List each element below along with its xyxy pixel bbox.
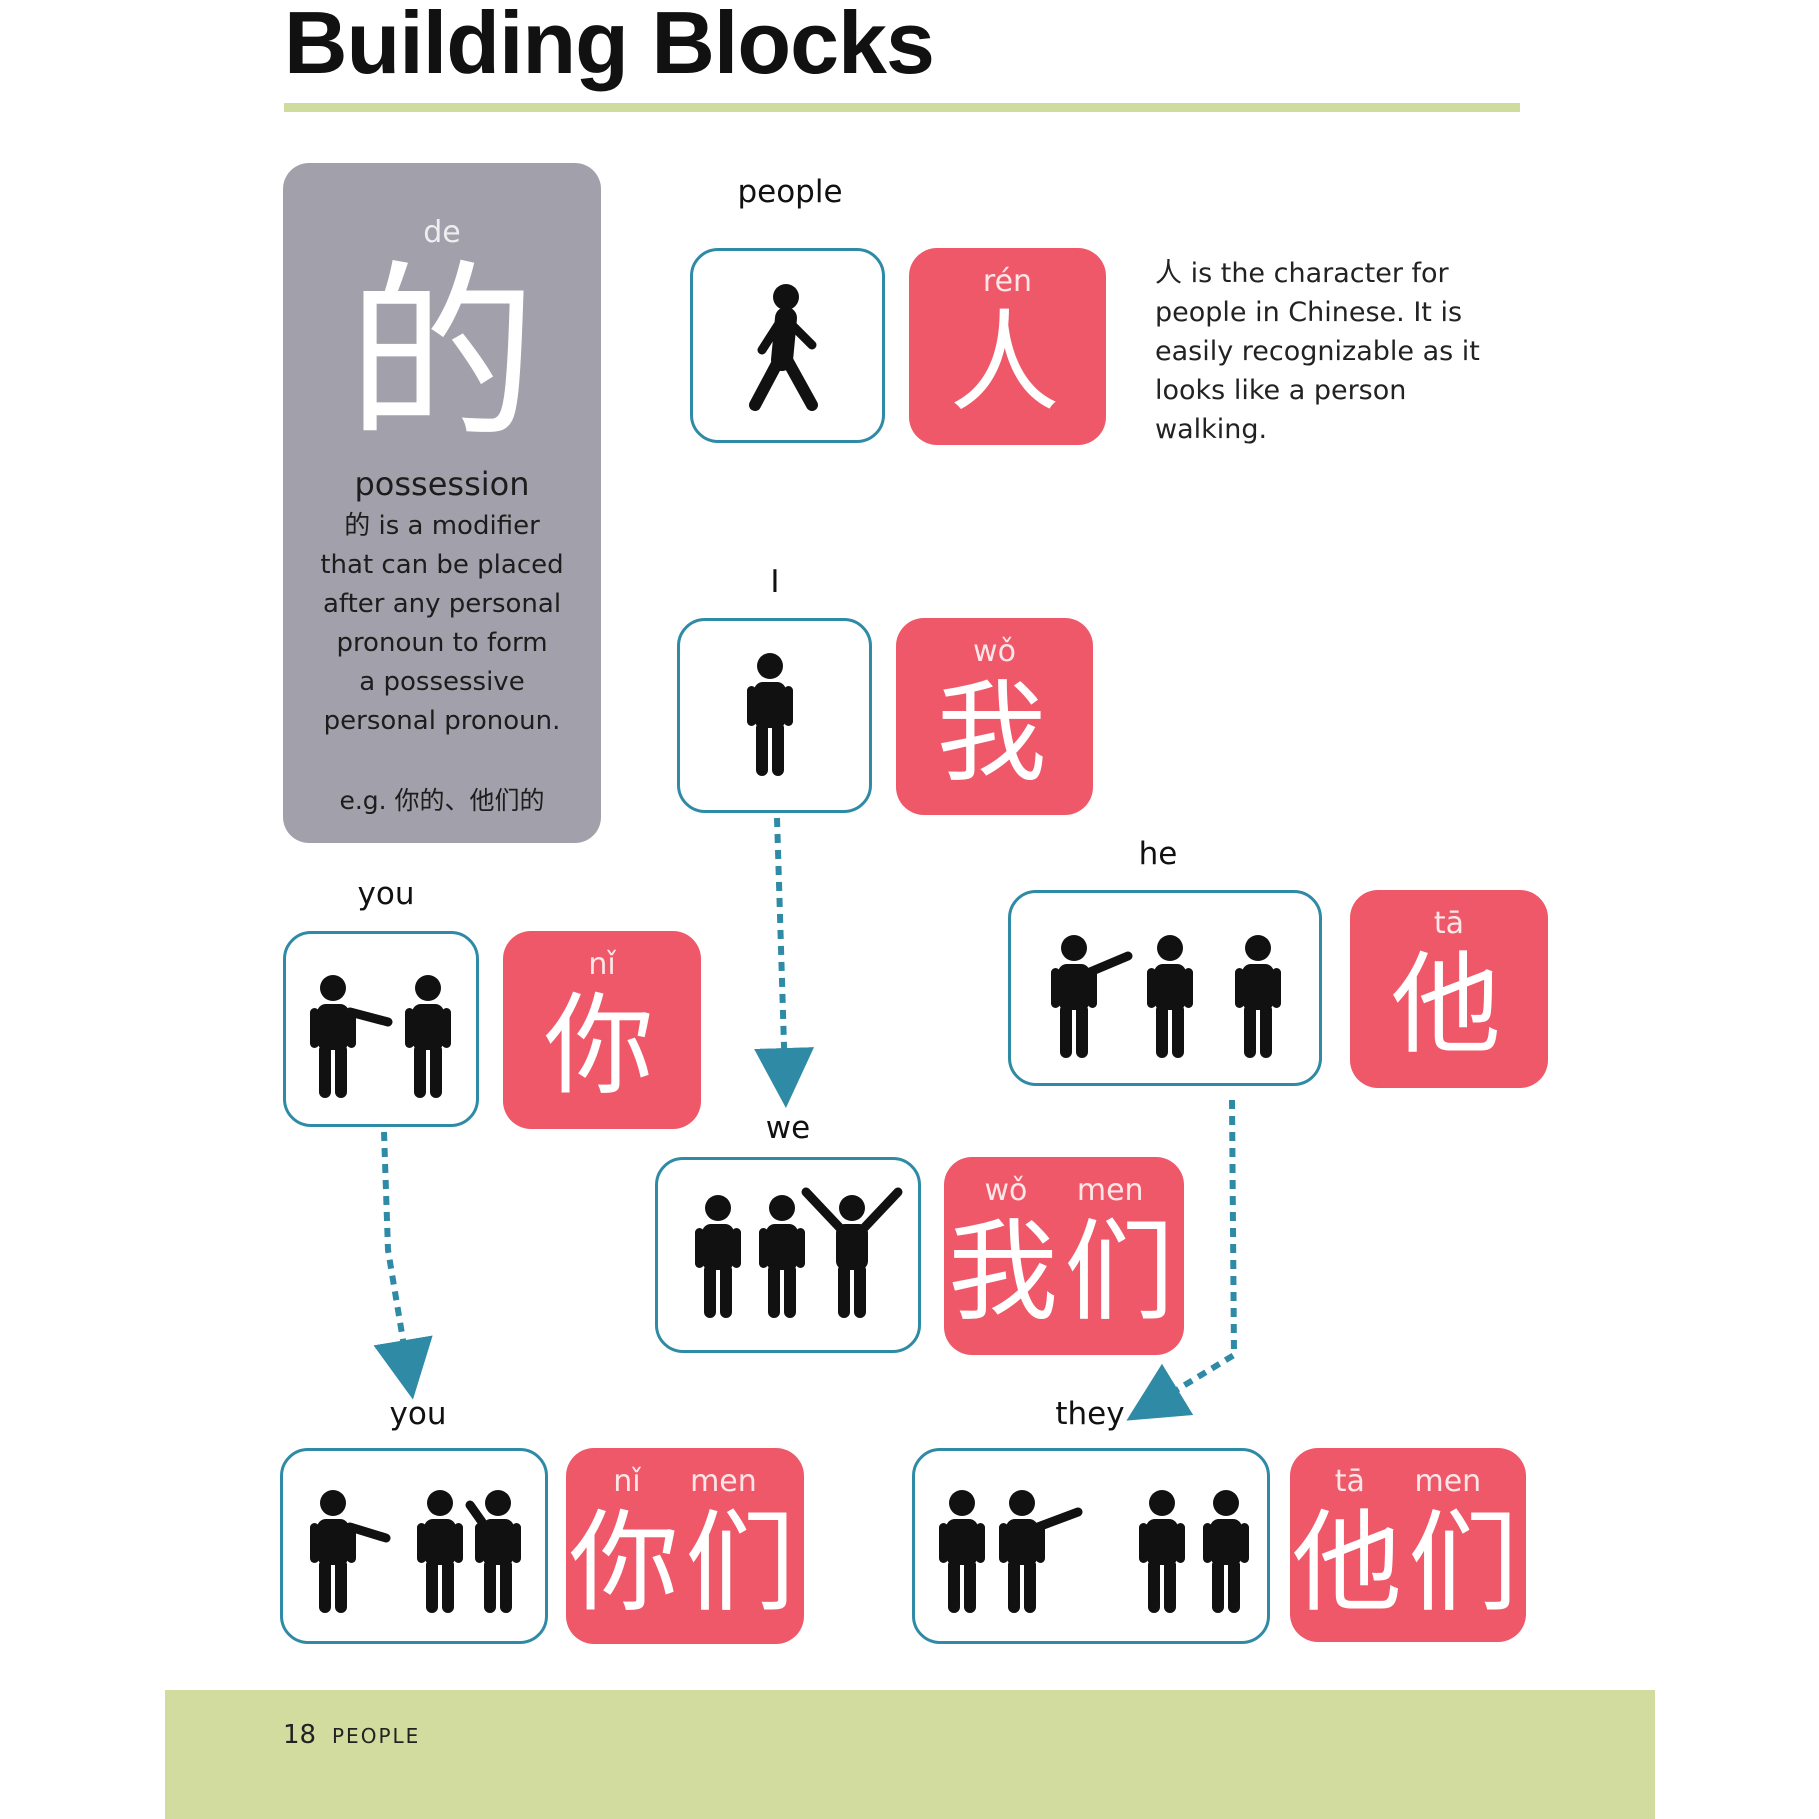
standing-person-icon bbox=[939, 1490, 985, 1613]
dotted-arrow-icon bbox=[373, 1131, 433, 1400]
pinyin-ren: rén bbox=[982, 264, 1033, 299]
character-wo: 我 bbox=[936, 669, 1053, 797]
character-tamen: 他们 bbox=[1292, 1499, 1524, 1627]
de-desc-line: personal pronoun. bbox=[323, 706, 561, 736]
note-line: easily recognizable as it bbox=[1155, 336, 1480, 367]
character-ta: 他 bbox=[1391, 941, 1507, 1069]
character-nimen: 你们 bbox=[569, 1499, 801, 1627]
de-desc-line: pronoun to form bbox=[336, 628, 548, 658]
de-desc-line: a possessive bbox=[359, 667, 525, 697]
pinyin-ta: tā bbox=[1433, 906, 1465, 941]
character-box-ni: nǐ 你 bbox=[503, 931, 701, 1129]
leaning-person-icon bbox=[1139, 1490, 1185, 1613]
pinyin-women: wǒ men bbox=[984, 1173, 1144, 1208]
ren-note: 人 is the character for people in Chinese… bbox=[1155, 254, 1515, 449]
dotted-arrow-icon bbox=[1126, 1099, 1238, 1421]
saluting-person-icon bbox=[465, 1490, 521, 1613]
note-line: looks like a person walking. bbox=[1155, 375, 1407, 445]
de-pinyin: de bbox=[423, 215, 461, 250]
footer-band bbox=[165, 1690, 1655, 1819]
character-box-ren: rén 人 bbox=[909, 248, 1106, 445]
label-they: they bbox=[1055, 1396, 1125, 1432]
label-people: people bbox=[737, 174, 843, 210]
title-underline bbox=[284, 103, 1520, 112]
de-desc-line: 的 is a modifier bbox=[344, 511, 540, 541]
standing-person-icon bbox=[1203, 1490, 1249, 1613]
character-ren: 人 bbox=[949, 299, 1066, 427]
note-line: people in Chinese. It is bbox=[1155, 297, 1463, 328]
dotted-arrow-icon bbox=[754, 817, 815, 1108]
standing-person-icon bbox=[417, 1490, 463, 1613]
standing-person-icon bbox=[695, 1195, 741, 1318]
standing-person-icon bbox=[747, 653, 793, 776]
de-description: 的 is a modifier that can be placed after… bbox=[293, 507, 591, 741]
page-title: Building Blocks bbox=[284, 0, 935, 92]
character-box-ta: tā 他 bbox=[1350, 890, 1548, 1088]
pinyin-ni: nǐ bbox=[588, 947, 616, 982]
character-box-tamen: tā men 他们 bbox=[1290, 1448, 1526, 1642]
label-you-plural: you bbox=[389, 1396, 447, 1432]
label-i: I bbox=[770, 564, 780, 600]
de-desc-line: after any personal bbox=[322, 589, 562, 619]
cheering-person-icon bbox=[801, 1187, 903, 1318]
pointing-person-icon bbox=[310, 975, 393, 1098]
pinyin-wo: wǒ bbox=[973, 634, 1016, 669]
walking-person-icon bbox=[749, 284, 818, 411]
character-box-women: wǒ men 我们 bbox=[944, 1157, 1184, 1355]
de-example: e.g. 你的、他们的 bbox=[339, 786, 545, 815]
label-you: you bbox=[357, 876, 415, 912]
character-box-wo: wǒ 我 bbox=[896, 618, 1093, 815]
standing-person-icon bbox=[1235, 935, 1281, 1058]
pinyin-nimen: nǐ men bbox=[613, 1464, 757, 1499]
standing-person-icon bbox=[759, 1195, 805, 1318]
page-number: 18 bbox=[283, 1720, 317, 1750]
label-he: he bbox=[1138, 836, 1178, 872]
pointing-person-icon bbox=[310, 1490, 391, 1613]
leaning-person-icon bbox=[1147, 935, 1193, 1058]
pointing-person-icon bbox=[1051, 935, 1133, 1058]
de-word: possession bbox=[354, 465, 530, 503]
character-box-nimen: nǐ men 你们 bbox=[566, 1448, 804, 1644]
de-card: de 的 possession 的 is a modifier that can… bbox=[283, 163, 601, 843]
note-line: 人 is the character for bbox=[1155, 258, 1449, 289]
de-character: 的 bbox=[346, 244, 537, 465]
character-ni: 你 bbox=[544, 982, 660, 1110]
label-we: we bbox=[765, 1110, 811, 1146]
pointing-person-icon bbox=[999, 1490, 1083, 1613]
standing-person-icon bbox=[405, 975, 451, 1098]
section-name: PEOPLE bbox=[332, 1724, 421, 1748]
pinyin-tamen: tā men bbox=[1334, 1464, 1482, 1499]
de-desc-line: that can be placed bbox=[320, 550, 564, 580]
character-women: 我们 bbox=[948, 1208, 1180, 1336]
